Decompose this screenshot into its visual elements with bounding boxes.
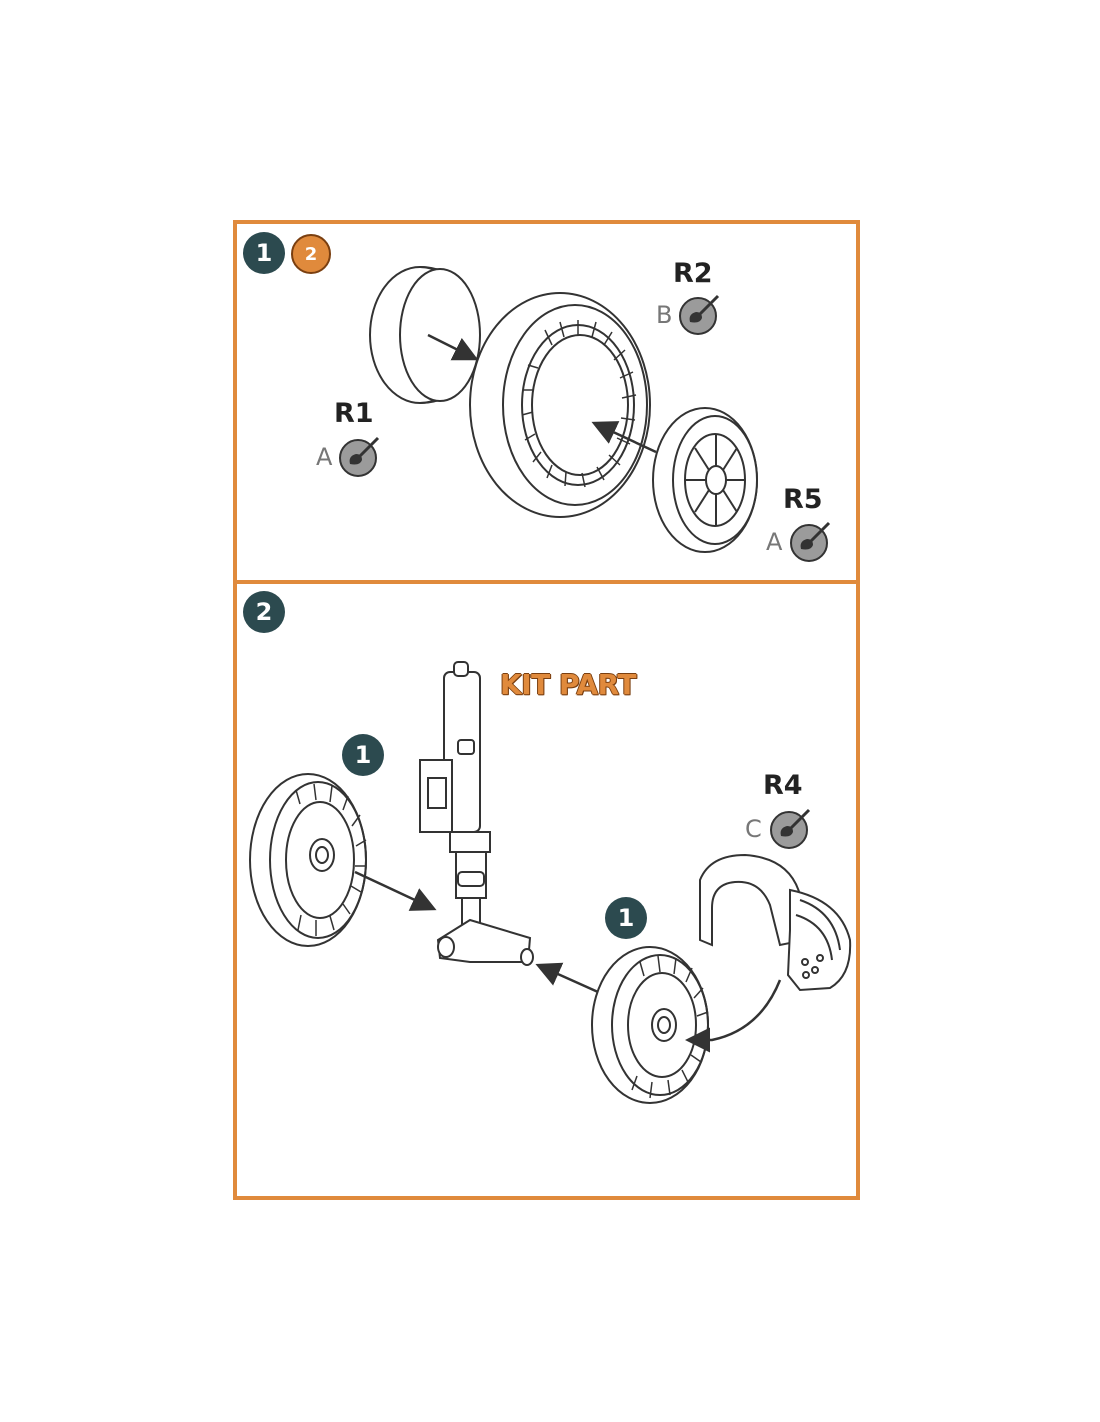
sub-step-badge: 1: [605, 897, 647, 939]
hub-cap-part: [369, 266, 481, 404]
part-label-r5: R5: [783, 484, 823, 515]
wheel-cover-part: [699, 853, 852, 992]
arrow-icon: [591, 421, 657, 454]
kit-part-label: KIT PART: [500, 668, 637, 701]
sub-step-badge: 1: [342, 734, 384, 776]
arrow-icon: [427, 333, 479, 361]
arrow-icon: [354, 870, 437, 911]
arrow-icon: [535, 962, 599, 994]
right-wheel-tread: [631, 955, 709, 1099]
arrow-icon: [685, 979, 782, 1053]
paint-code-r4: C: [745, 815, 762, 843]
wheel-assembly-left: [249, 773, 367, 947]
step-2-panel: [233, 580, 860, 1200]
paint-brush-icon: [339, 436, 380, 477]
tyre-tread-detail: [521, 320, 637, 488]
step-2-badge: 2: [243, 591, 285, 633]
part-label-r2: R2: [673, 258, 713, 289]
landing-gear-strut: [419, 661, 534, 966]
paint-code-r2: B: [656, 301, 673, 329]
wheel-assembly-right: [591, 946, 709, 1104]
paint-brush-icon: [790, 521, 831, 562]
paint-brush-icon: [679, 294, 720, 335]
paint-code-r1: A: [316, 443, 333, 471]
paint-brush-icon: [770, 808, 811, 849]
paint-code-r5: A: [766, 528, 783, 556]
part-label-r4: R4: [763, 770, 803, 801]
part-label-r1: R1: [334, 398, 374, 429]
step-1-badge: 1: [243, 232, 285, 274]
left-wheel-tread: [295, 783, 367, 936]
wheel-hub-part: [652, 407, 758, 553]
tyre-part: [469, 292, 651, 518]
rotation-option-icon: 2: [291, 234, 331, 274]
